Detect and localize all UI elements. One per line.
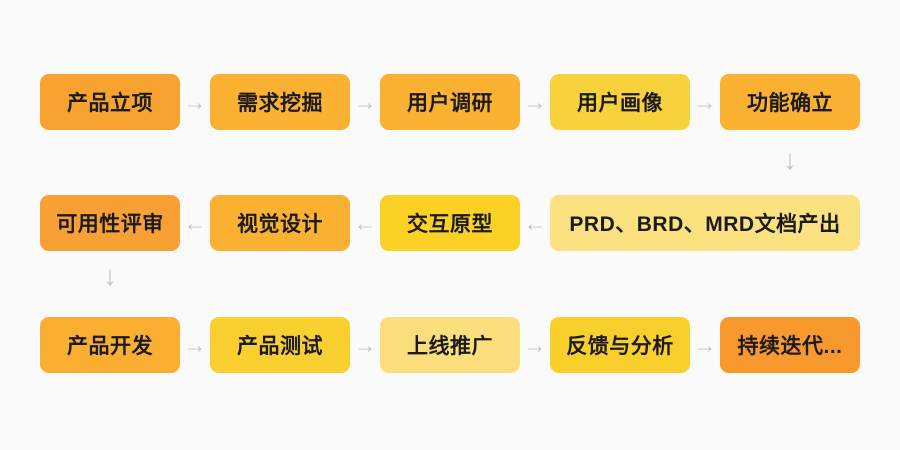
flow-row-3: 产品开发 → 产品测试 → 上线推广 → 反馈与分析 → 持续迭代... <box>40 317 860 373</box>
flow-node-interaction-prototype: 交互原型 <box>380 195 520 251</box>
arrow-down-icon: ↓ <box>103 260 117 291</box>
flow-node-visual-design: 视觉设计 <box>210 195 350 251</box>
flow-node-product-testing: 产品测试 <box>210 317 350 373</box>
arrow-right-icon: → <box>353 331 377 358</box>
flow-node-user-research: 用户调研 <box>380 74 520 130</box>
arrow-left-icon: ← <box>523 209 547 236</box>
flow-row-2: 可用性评审 ← 视觉设计 ← 交互原型 ← PRD、BRD、MRD文档产出 <box>40 195 860 251</box>
arrow-left-icon: ← <box>353 209 377 236</box>
arrow-down-icon: ↓ <box>783 144 797 175</box>
flow-node-launch-promotion: 上线推广 <box>380 317 520 373</box>
arrow-left-icon: ← <box>183 209 207 236</box>
flow-node-prd-brd-mrd-docs: PRD、BRD、MRD文档产出 <box>550 195 860 251</box>
flow-node-user-persona: 用户画像 <box>550 74 690 130</box>
flow-node-feature-definition: 功能确立 <box>720 74 860 130</box>
arrow-right-icon: → <box>523 331 547 358</box>
flow-node-usability-review: 可用性评审 <box>40 195 180 251</box>
arrow-right-icon: → <box>693 331 717 358</box>
flow-node-product-development: 产品开发 <box>40 317 180 373</box>
flow-row-1: 产品立项 → 需求挖掘 → 用户调研 → 用户画像 → 功能确立 <box>40 74 860 130</box>
arrow-right-icon: → <box>523 88 547 115</box>
flow-node-product-initiation: 产品立项 <box>40 74 180 130</box>
arrow-right-icon: → <box>183 88 207 115</box>
flow-node-requirement-mining: 需求挖掘 <box>210 74 350 130</box>
arrow-right-icon: → <box>693 88 717 115</box>
flow-node-continuous-iteration: 持续迭代... <box>720 317 860 373</box>
arrow-right-icon: → <box>183 331 207 358</box>
arrow-right-icon: → <box>353 88 377 115</box>
flow-node-feedback-analysis: 反馈与分析 <box>550 317 690 373</box>
